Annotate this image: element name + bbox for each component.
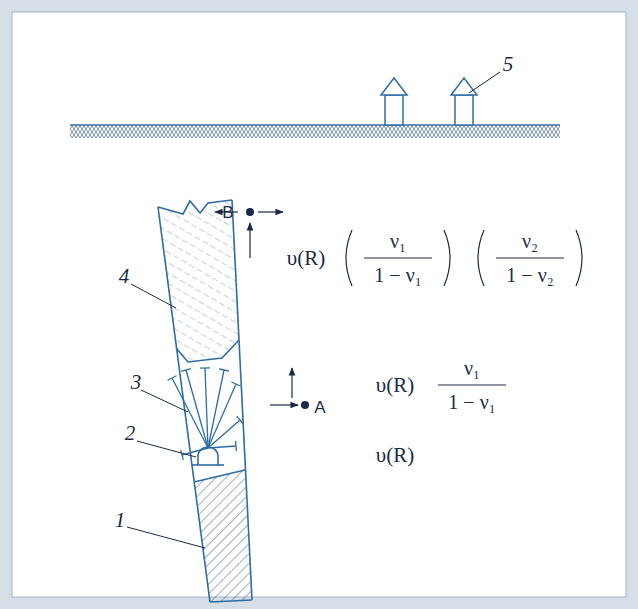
roof-bolts — [168, 368, 244, 460]
buildings — [381, 78, 477, 125]
support-base — [192, 464, 224, 466]
point-a-arrows — [270, 368, 298, 405]
formula-denominator: 1 − ν₂ — [506, 265, 553, 285]
formula-denominator: 1 − ν₁ — [374, 265, 421, 285]
formula-numerator: ν₁ — [390, 231, 406, 251]
ground-hatch — [70, 125, 560, 138]
callout-number: 5 — [503, 54, 514, 75]
callout-number: 3 — [131, 372, 142, 393]
panel — [12, 12, 626, 597]
formula-marks — [346, 230, 582, 385]
ground-surface — [70, 124, 560, 126]
coal-seam — [194, 470, 252, 602]
formula-term: υ(R) — [376, 375, 414, 396]
point-label: A — [314, 399, 325, 416]
formula-denominator: 1 − ν₁ — [448, 392, 495, 412]
point-label: B — [222, 204, 233, 221]
callout-number: 1 — [115, 510, 126, 531]
formula-numerator: ν₂ — [522, 231, 538, 251]
caved-rock — [158, 200, 239, 362]
point-b — [246, 208, 254, 216]
callout-number: 2 — [125, 423, 136, 444]
formula-term: υ(R) — [287, 248, 325, 269]
formula-term: υ(R) — [376, 445, 414, 466]
leader-lines — [127, 72, 500, 548]
formula-numerator: ν₁ — [464, 358, 480, 378]
seam-strip — [158, 200, 252, 602]
point-a — [301, 401, 309, 409]
callout-number: 4 — [119, 266, 130, 287]
